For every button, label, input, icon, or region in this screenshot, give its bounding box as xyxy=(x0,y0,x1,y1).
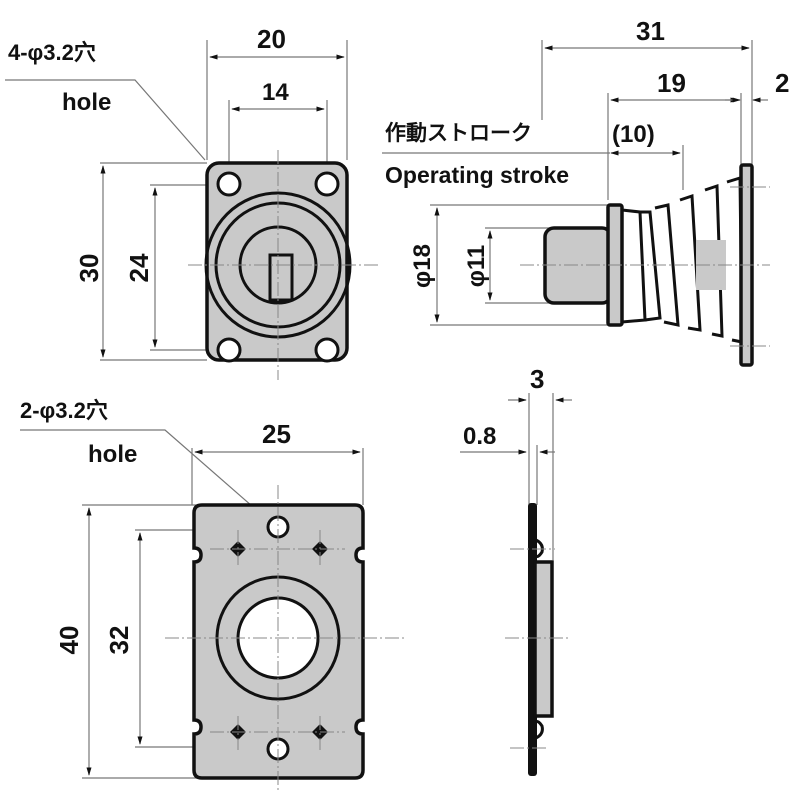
plate-dim-32: 32 xyxy=(104,626,134,655)
front-view-top xyxy=(5,40,380,380)
plate-side-view xyxy=(460,393,572,776)
side-dim-2: 2 xyxy=(775,68,789,98)
front-hole-note: 4-φ3.2穴 xyxy=(8,40,96,65)
side-dim-dia18: φ18 xyxy=(409,244,436,288)
side-dim-31: 31 xyxy=(636,16,665,46)
stroke-value: (10) xyxy=(612,121,655,148)
plate-side-dim-3: 3 xyxy=(530,364,544,394)
front-dim-30: 30 xyxy=(74,254,104,283)
side-dim-dia11: φ11 xyxy=(463,245,490,288)
side-view-top xyxy=(382,40,770,367)
plate-front-view xyxy=(20,429,405,790)
side-dim-19: 19 xyxy=(657,68,686,98)
stroke-note: 作動ストローク xyxy=(385,121,532,145)
plate-hole-note: 2-φ3.2穴 xyxy=(20,398,108,423)
front-dim-14: 14 xyxy=(262,79,289,106)
plate-hole-note-en: hole xyxy=(88,441,137,468)
plate-dim-40: 40 xyxy=(54,626,84,655)
plate-side-dim-0-8: 0.8 xyxy=(463,423,496,450)
stroke-note-en: Operating stroke xyxy=(385,162,569,188)
front-dim-24: 24 xyxy=(124,253,154,282)
front-dim-20: 20 xyxy=(257,24,286,54)
front-hole-note-en: hole xyxy=(62,89,111,116)
plate-dim-25: 25 xyxy=(262,419,291,449)
